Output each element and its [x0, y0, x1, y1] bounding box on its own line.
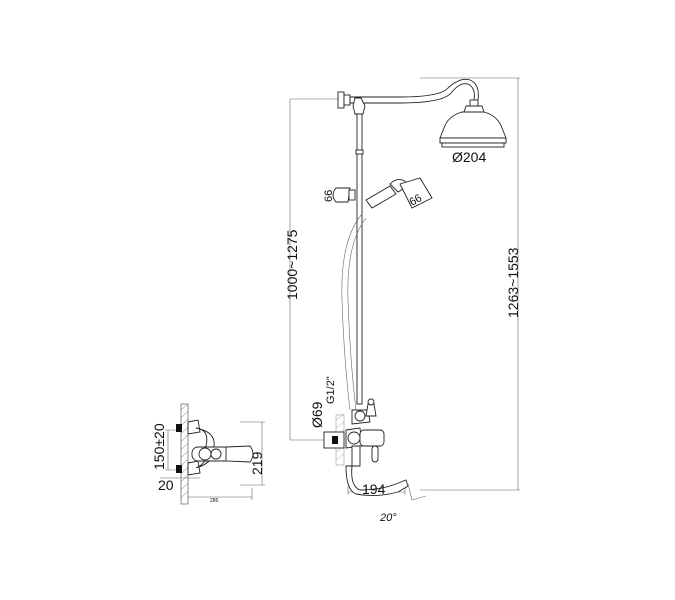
dim-centers-label: 150±20 — [151, 423, 167, 470]
riser-pipe — [356, 113, 363, 405]
dim-angle-label: 20° — [379, 512, 397, 524]
handshower-holder — [332, 187, 356, 203]
dim-flange-label: Ø69 — [309, 401, 325, 428]
wall-flange — [323, 413, 345, 466]
side-view: 150±20 219 20 285 — [151, 403, 265, 505]
shower-hose — [341, 213, 363, 411]
bath-spout — [345, 465, 409, 497]
top-wall-bracket — [337, 91, 351, 109]
dim-thread-label: G1/2" — [325, 376, 337, 404]
dim-holder-label: 66 — [323, 190, 335, 202]
dim-spout-label: 194 — [362, 481, 386, 497]
dim-height-label: 219 — [249, 451, 265, 475]
wall-hatch — [180, 403, 189, 505]
dim-total-height-label: 1263~1553 — [505, 247, 521, 318]
dim-bottom-label: 20 — [158, 477, 174, 493]
hand-shower — [365, 177, 433, 209]
overhead-shower-head — [439, 99, 507, 148]
dim-handshower-label: 66 — [408, 192, 425, 209]
upper-inlet — [176, 424, 182, 432]
dim-bar-height-label: 1000~1275 — [284, 229, 300, 300]
shower-arm — [349, 78, 479, 104]
lower-inlet — [176, 465, 182, 473]
dim-depth-label: 285 — [210, 498, 219, 504]
bath-mixer — [345, 398, 385, 467]
main-view: Ø204 66 66 1000~1275 1263~1553 Ø69 G1/2" — [284, 77, 521, 524]
dim-head-diameter-label: Ø204 — [452, 149, 486, 165]
